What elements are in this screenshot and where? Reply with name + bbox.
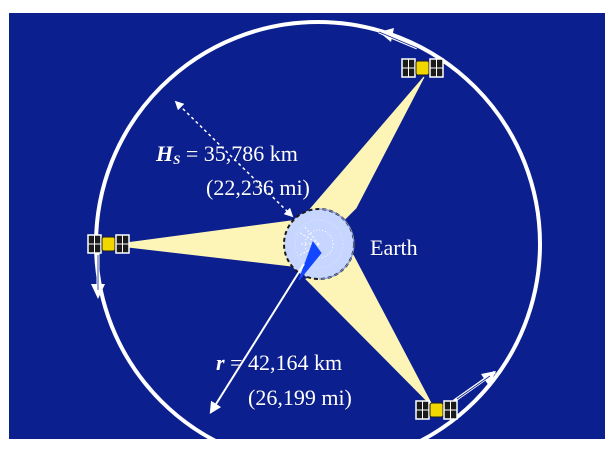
- radius-label: r = 42,164 km: [216, 352, 342, 374]
- radius-symbol: r: [216, 350, 225, 375]
- height-symbol: H: [156, 141, 174, 166]
- height-imperial-label: (22,236 mi): [206, 175, 310, 200]
- orbit-direction-arrow-bottom: [453, 370, 496, 403]
- satellite-icon-left: [87, 234, 130, 254]
- earth-globe: [283, 208, 355, 281]
- orbit-direction-arrow-top: [378, 28, 418, 50]
- satellite-icon-top-right: [401, 58, 444, 78]
- height-value-km: = 35,786 km: [185, 141, 298, 166]
- earth-label: Earth: [370, 235, 418, 260]
- height-label: HS = 35,786 km: [156, 141, 298, 167]
- radius-arrow: [209, 263, 305, 415]
- beam-left: [110, 220, 293, 267]
- orbit-direction-arrow-left: [91, 253, 105, 299]
- satellite-icon-bottom-right: [415, 400, 458, 420]
- height-subscript: S: [173, 152, 181, 167]
- radius-value-km: = 42,164 km: [230, 350, 343, 375]
- radius-imperial-label: (26,199 mi): [248, 385, 352, 410]
